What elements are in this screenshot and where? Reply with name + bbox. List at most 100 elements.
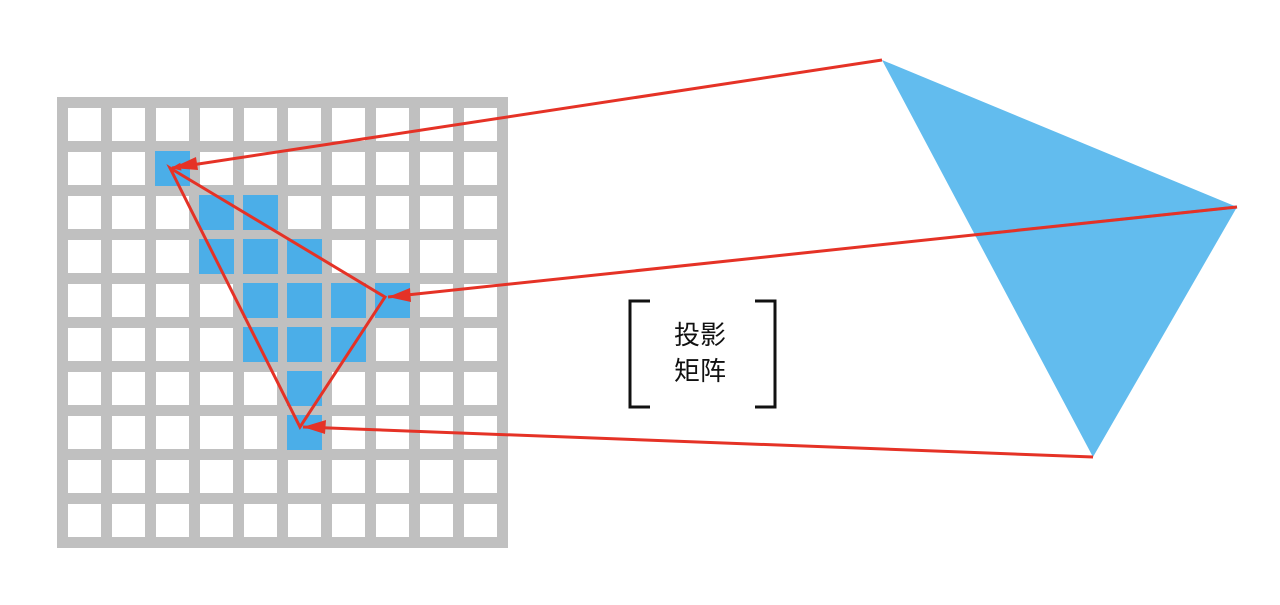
empty-pixel <box>244 460 277 493</box>
empty-pixel <box>112 328 145 361</box>
empty-pixel <box>376 152 409 185</box>
empty-pixel <box>68 416 101 449</box>
source-triangle <box>882 60 1237 457</box>
empty-pixel <box>376 372 409 405</box>
empty-pixel <box>332 372 365 405</box>
projection-arrow-middle <box>387 205 1238 299</box>
empty-pixel <box>464 328 497 361</box>
filled-pixel <box>243 195 278 230</box>
empty-pixel <box>332 152 365 185</box>
empty-pixel <box>156 328 189 361</box>
empty-pixel <box>376 328 409 361</box>
empty-pixel <box>464 196 497 229</box>
empty-pixel <box>200 284 233 317</box>
empty-pixel <box>200 416 233 449</box>
empty-pixel <box>200 372 233 405</box>
empty-pixel <box>420 328 453 361</box>
empty-pixel <box>68 328 101 361</box>
empty-pixel <box>376 416 409 449</box>
empty-pixel <box>244 372 277 405</box>
arrowhead-middle <box>388 288 411 302</box>
projection-matrix-label: 投影 矩阵 <box>640 318 760 390</box>
empty-pixel <box>112 372 145 405</box>
bracket-left <box>628 299 650 409</box>
projection-arrow-bottom <box>302 425 1094 459</box>
empty-pixel <box>288 196 321 229</box>
empty-pixel <box>420 240 453 273</box>
pixel-grid <box>57 97 508 548</box>
empty-pixel <box>112 284 145 317</box>
empty-pixel <box>244 108 277 141</box>
empty-pixel <box>332 460 365 493</box>
empty-pixel <box>332 108 365 141</box>
empty-pixel <box>420 284 453 317</box>
empty-pixel <box>68 108 101 141</box>
empty-pixel <box>288 504 321 537</box>
empty-pixel <box>420 504 453 537</box>
label-line-2: 矩阵 <box>673 357 726 387</box>
empty-pixel <box>112 504 145 537</box>
empty-pixel <box>464 152 497 185</box>
empty-pixel <box>112 240 145 273</box>
empty-pixel <box>112 108 145 141</box>
empty-pixel <box>200 460 233 493</box>
empty-pixel <box>376 504 409 537</box>
empty-pixel <box>68 152 101 185</box>
empty-pixel <box>420 152 453 185</box>
empty-pixel <box>376 240 409 273</box>
filled-pixel <box>243 327 278 362</box>
empty-pixel <box>464 240 497 273</box>
empty-pixel <box>464 372 497 405</box>
empty-pixel <box>156 416 189 449</box>
empty-pixel <box>420 108 453 141</box>
empty-pixel <box>68 460 101 493</box>
filled-pixel <box>287 327 322 362</box>
empty-pixel <box>288 152 321 185</box>
empty-pixel <box>156 240 189 273</box>
empty-pixel <box>332 196 365 229</box>
empty-pixel <box>156 196 189 229</box>
empty-pixel <box>464 108 497 141</box>
empty-pixel <box>112 460 145 493</box>
empty-pixel <box>464 460 497 493</box>
empty-pixel <box>332 504 365 537</box>
empty-pixel <box>112 416 145 449</box>
arrowhead-bottom <box>303 420 326 434</box>
empty-pixel <box>112 152 145 185</box>
empty-pixel <box>420 372 453 405</box>
arrowhead-top <box>172 157 198 170</box>
empty-pixel <box>200 108 233 141</box>
empty-pixel <box>376 196 409 229</box>
bracket-right <box>755 299 777 409</box>
filled-pixel <box>331 283 366 318</box>
empty-pixel <box>464 504 497 537</box>
empty-pixel <box>68 372 101 405</box>
filled-pixel <box>199 239 234 274</box>
filled-pixel <box>243 239 278 274</box>
empty-pixel <box>68 504 101 537</box>
empty-pixel <box>156 108 189 141</box>
empty-pixel <box>288 460 321 493</box>
projection-arrow-top <box>171 58 883 171</box>
empty-pixel <box>68 284 101 317</box>
empty-pixel <box>156 504 189 537</box>
empty-pixel <box>244 416 277 449</box>
empty-pixel <box>68 240 101 273</box>
empty-pixel <box>332 416 365 449</box>
empty-pixel <box>200 152 233 185</box>
empty-pixel <box>156 460 189 493</box>
empty-pixel <box>244 504 277 537</box>
empty-pixel <box>156 372 189 405</box>
empty-pixel <box>200 328 233 361</box>
empty-pixel <box>156 284 189 317</box>
empty-pixel <box>420 196 453 229</box>
filled-pixel <box>287 283 322 318</box>
empty-pixel <box>376 460 409 493</box>
filled-pixel <box>243 283 278 318</box>
rasterized-triangle-outline <box>166 164 388 431</box>
empty-pixel <box>420 460 453 493</box>
empty-pixel <box>200 504 233 537</box>
empty-pixel <box>288 108 321 141</box>
filled-pixel <box>199 195 234 230</box>
